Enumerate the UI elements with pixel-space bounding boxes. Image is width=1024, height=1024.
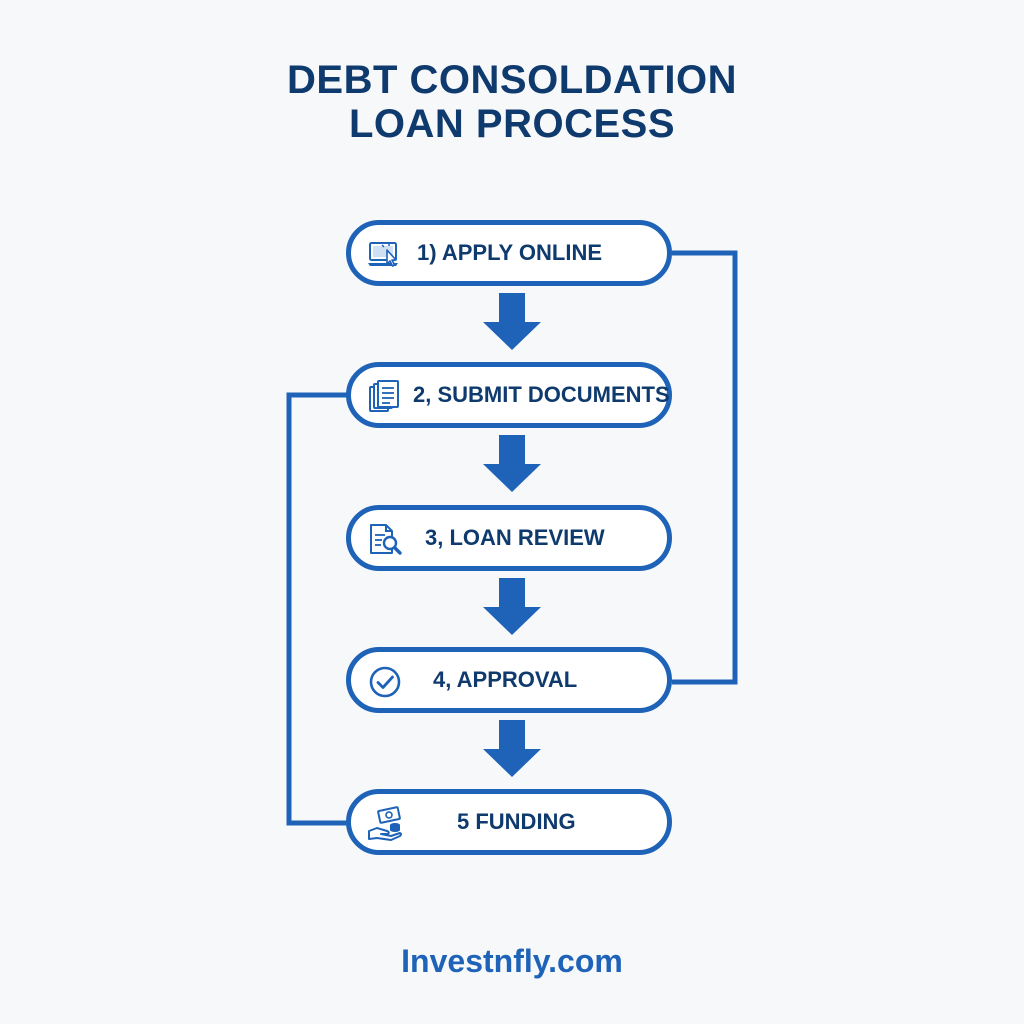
down-arrow-3-to-4 <box>483 578 541 635</box>
step-approval: 4, APPROVAL <box>346 647 672 713</box>
down-arrow-2-to-3 <box>483 435 541 492</box>
step-label: 1) APPLY ONLINE <box>417 240 603 265</box>
checkmark-circle-icon <box>369 666 401 698</box>
documents-stack-icon <box>369 380 399 412</box>
left-loop-connector <box>286 392 351 826</box>
money-hand-icon <box>368 806 402 841</box>
footer-website: Investnfly.com <box>401 943 623 979</box>
down-arrow-1-to-2 <box>483 293 541 350</box>
step-funding: 5 FUNDING <box>346 789 672 855</box>
document-magnifier-icon <box>370 524 402 555</box>
step-label: 3, LOAN REVIEW <box>425 525 605 550</box>
step-submit-documents: 2, SUBMIT DOCUMENTS <box>346 362 672 428</box>
down-arrow-4-to-5 <box>483 720 541 777</box>
laptop-click-icon <box>368 242 398 267</box>
step-loan-review: 3, LOAN REVIEW <box>346 505 672 571</box>
diagram-title-line-1: DEBT CONSOLDATION <box>287 58 737 102</box>
step-label: 4, APPROVAL <box>433 667 578 692</box>
diagram-title-line-2: LOAN PROCESS <box>348 102 676 146</box>
right-loop-connector <box>672 250 738 685</box>
step-label: 2, SUBMIT DOCUMENTS <box>413 382 670 407</box>
step-label: 5 FUNDING <box>457 809 576 834</box>
step-apply-online: 1) APPLY ONLINE <box>346 220 672 286</box>
